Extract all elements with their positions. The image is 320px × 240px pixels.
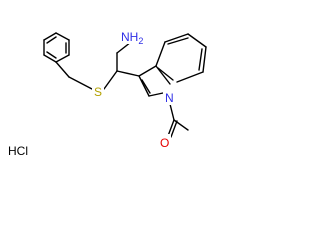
chemical-structure-diagram: NH2 S N O HCl: [8, 28, 207, 158]
indole-benzene-ring: [155, 33, 207, 83]
sulfur-label: S: [94, 85, 102, 99]
hydrochloride-salt-label: HCl: [8, 144, 28, 158]
aminomethyl-branch: [116, 41, 132, 72]
benzyl-thioether-chain: [55, 61, 118, 90]
amine-label: NH2: [121, 30, 143, 46]
acetyl-group: [167, 103, 189, 138]
benzyl-phenyl-ring: [43, 32, 70, 63]
indole-nitrogen-label: N: [165, 91, 174, 105]
methine-indole-bond: [116, 70, 140, 77]
carbonyl-oxygen-label: O: [160, 136, 169, 150]
